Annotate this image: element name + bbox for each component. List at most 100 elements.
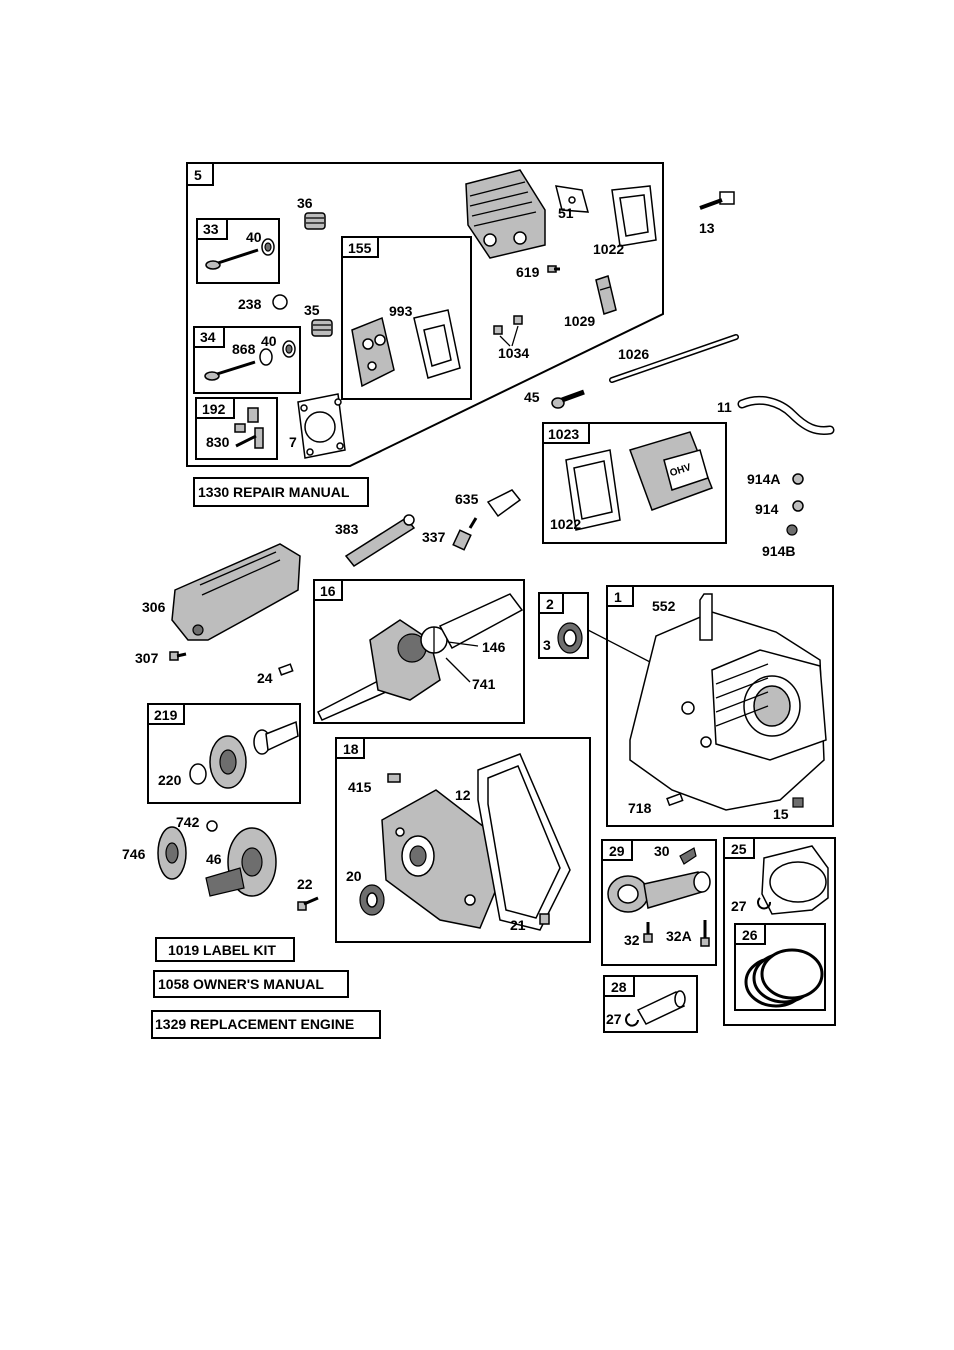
repair-manual-box: 1330 REPAIR MANUAL [193,477,369,507]
kit-34-label: 34 [200,329,216,345]
plug-icon [387,773,401,783]
part-20-label: 20 [346,868,362,884]
kit-28-label: 28 [611,979,627,995]
drain-plug-icon [539,913,550,925]
kit-192-label: 192 [202,401,226,417]
circlip-icon [757,897,771,910]
part-1034-label: 1034 [498,345,529,361]
kit-2-box: 2 3 [538,592,589,659]
tappet-icon [551,389,585,409]
part-15-label: 15 [773,806,789,822]
part-619-label: 619 [516,264,540,280]
gear-icon [157,826,187,880]
cover-gasket-icon [477,753,571,931]
kit-18-label: 18 [343,741,359,757]
camshaft-gear-icon [205,827,277,897]
kit-28-box: 28 27 [603,975,698,1033]
kit-155-label: 155 [348,240,372,256]
part-1022-label: 1022 [593,241,624,257]
part-1026-label: 1026 [618,346,649,362]
screw-icon [792,473,804,485]
gasket-icon [554,185,590,213]
piston-icon [761,845,829,915]
kit-16-box: 16 146 741 [313,579,525,724]
spark-plug-icon [452,517,478,551]
kit-219-label: 219 [154,707,178,723]
kit-16-label: 16 [320,583,336,599]
kit-2-label: 2 [546,596,554,612]
bolt-icon [643,922,653,943]
breather-tube-icon [737,395,835,435]
ignition-coil-icon [344,514,416,567]
part-741-label: 741 [472,676,496,692]
part-46-label: 46 [206,851,222,867]
label-kit-box: 1019 LABEL KIT [155,937,295,962]
part-914B-label: 914B [762,543,795,559]
part-24-label: 24 [257,670,273,686]
nut-icon [493,315,523,347]
screw-icon [169,651,187,661]
valve-cover-icon: OHV [629,431,713,511]
part-635-label: 635 [455,491,479,507]
part-1022b-label: 1022 [550,516,581,532]
crankshaft-icon [316,593,524,721]
head-gasket-icon [297,393,346,459]
oil-seal-icon [359,884,385,916]
crankcase-cover-icon [381,789,501,929]
blower-housing-icon [171,543,301,641]
part-415-label: 415 [348,779,372,795]
part-7-label: 7 [289,434,297,450]
kit-25-box: 25 27 [723,837,836,1026]
rocker-cover-icon [351,316,395,388]
kit-18-box: 18 415 12 20 21 [335,737,591,943]
kit-5-label: 5 [194,167,202,183]
kit-1-label: 1 [614,589,622,605]
part-306-label: 306 [142,599,166,615]
connecting-rod-icon [607,871,711,913]
part-27a-label: 27 [731,898,747,914]
kit-5-frame: 5 [186,162,664,467]
owners-manual-box: 1058 OWNER'S MANUAL [153,970,349,998]
gasket-icon [565,449,621,531]
washer-icon [189,763,207,785]
part-45-label: 45 [524,389,540,405]
part-337-label: 337 [422,529,446,545]
valve-spring-icon [311,319,333,337]
kit-155-box: 155 993 [341,236,472,400]
valve-icon [204,340,296,381]
bolt-icon [700,920,710,947]
part-830-label: 830 [206,434,230,450]
part-32A-label: 32A [666,928,692,944]
part-307-label: 307 [135,650,159,666]
part-383-label: 383 [335,521,359,537]
kit-219-box: 219 220 [147,703,301,804]
dipper-icon [679,847,697,865]
kit-1-box: 1 552 718 15 [606,585,834,827]
kit-192-box: 192 830 [195,397,278,460]
kit-25-label: 25 [731,841,747,857]
part-742-label: 742 [176,814,200,830]
cylinder-head-icon [465,169,546,259]
part-36-label: 36 [297,195,313,211]
part-51-label: 51 [558,205,574,221]
circlip-icon [625,1013,639,1027]
rocker-arm-icon [595,275,617,315]
clip-icon [206,820,218,832]
owners-manual-label: 1058 OWNER'S MANUAL [158,976,324,992]
part-1029-label: 1029 [564,313,595,329]
gasket-icon [413,309,461,379]
replacement-engine-label: 1329 REPLACEMENT ENGINE [155,1016,354,1032]
part-21-label: 21 [510,917,526,933]
part-22-label: 22 [297,876,313,892]
part-27b-label: 27 [606,1011,622,1027]
spark-plug-boot-icon [486,489,522,518]
kit-26-label: 26 [742,927,758,943]
label-kit-label: 1019 LABEL KIT [168,942,276,958]
part-552-label: 552 [652,598,676,614]
kit-1023-label: 1023 [548,426,579,442]
fitting-icon [234,407,264,449]
replacement-engine-box: 1329 REPLACEMENT ENGINE [151,1010,381,1039]
part-220-label: 220 [158,772,182,788]
kit-33-box: 33 40 [196,218,280,284]
